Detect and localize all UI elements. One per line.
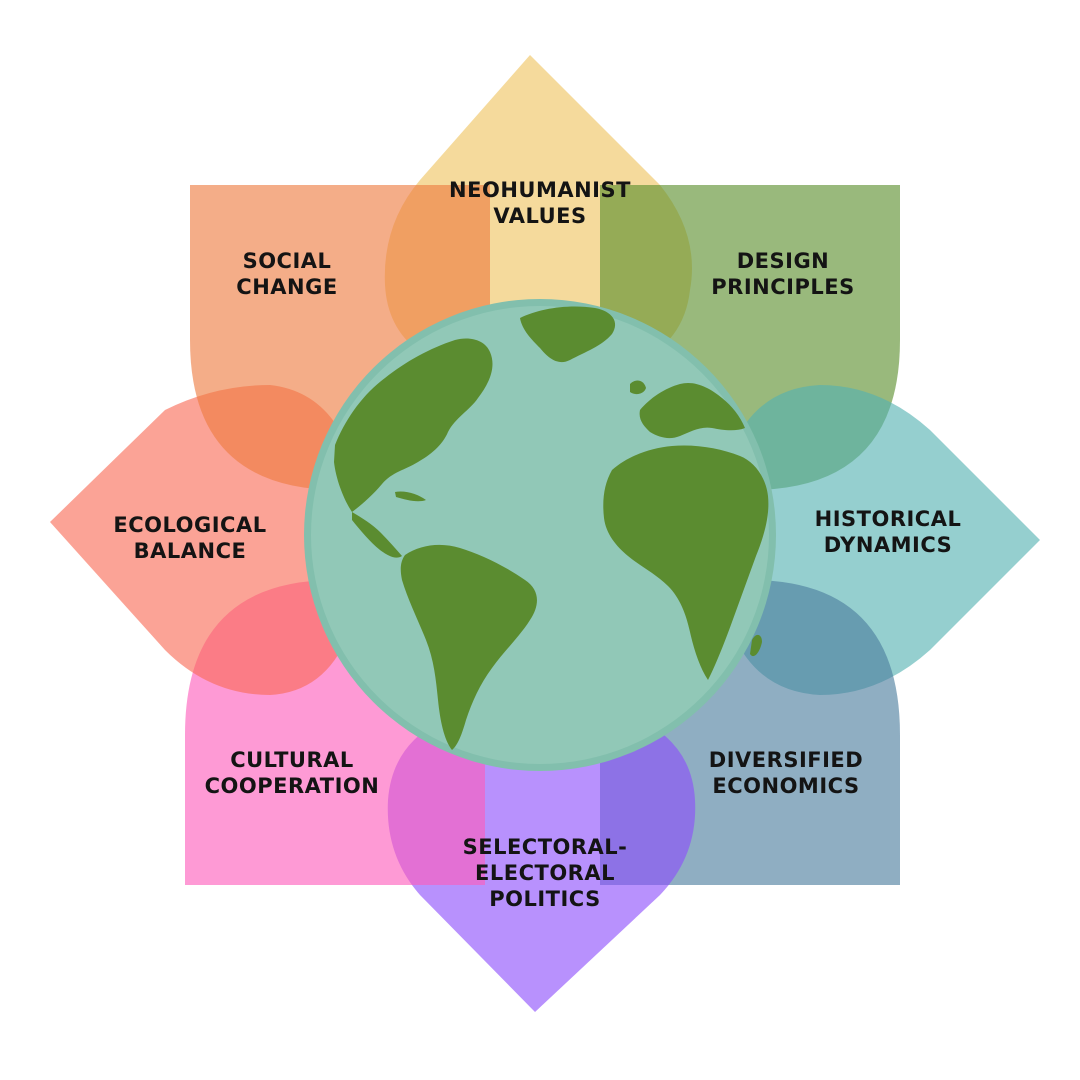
label-line: COOPERATION xyxy=(204,774,380,798)
label-line: ECOLOGICAL xyxy=(113,513,267,537)
label-line: BALANCE xyxy=(133,539,247,563)
label-line: CULTURAL xyxy=(230,748,354,772)
label-line: ECONOMICS xyxy=(712,774,860,798)
globe-continents xyxy=(334,306,769,750)
label-line: CHANGE xyxy=(236,275,338,299)
madagascar xyxy=(750,634,762,657)
label-line: SELECTORAL- xyxy=(462,835,628,859)
globe-icon xyxy=(304,299,776,771)
label-line: SOCIAL xyxy=(242,249,332,273)
label-line: PRINCIPLES xyxy=(711,275,855,299)
continent-south-america xyxy=(400,544,537,750)
label-line: ELECTORAL xyxy=(475,861,615,885)
label-line: DESIGN xyxy=(736,249,830,273)
continent-north-america xyxy=(334,338,493,512)
continent-greenland xyxy=(520,306,616,363)
label-line: HISTORICAL xyxy=(814,507,962,531)
label-line: NEOHUMANIST xyxy=(449,178,631,202)
label-line: DIVERSIFIED xyxy=(708,748,864,772)
label-line: POLITICS xyxy=(489,887,601,911)
label-line: VALUES xyxy=(493,204,587,228)
continent-africa xyxy=(603,445,769,680)
british-isles xyxy=(630,380,646,395)
label-line: DYNAMICS xyxy=(823,533,953,557)
continent-europe xyxy=(639,382,745,439)
caribbean-islands xyxy=(395,491,426,502)
continent-central-america xyxy=(352,512,402,558)
